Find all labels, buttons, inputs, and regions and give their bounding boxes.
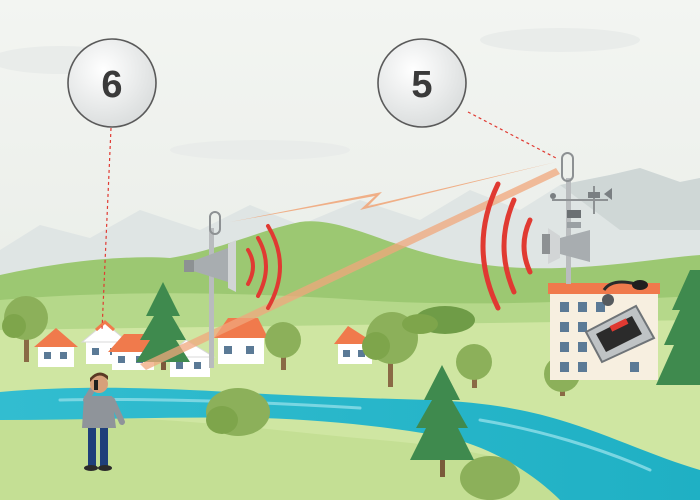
sound-waves [246, 224, 282, 310]
house [34, 328, 78, 367]
siren-speaker-mast [542, 152, 590, 284]
pine-tree [656, 270, 700, 385]
person-with-radio [82, 372, 125, 471]
tree [2, 296, 48, 362]
tree [456, 344, 492, 388]
callout-5-label: 5 [411, 64, 432, 106]
control-console-microphone [584, 280, 656, 364]
weather-station [550, 186, 612, 228]
river [0, 387, 700, 500]
river-highlight [478, 418, 652, 472]
bush [402, 306, 475, 334]
tree [265, 322, 301, 370]
radio-link-beam [230, 162, 556, 222]
pine-tree [410, 365, 474, 477]
radio-link-beam [140, 168, 560, 370]
callout-leader-line [101, 127, 112, 331]
bush [460, 456, 520, 500]
bush [206, 388, 270, 436]
callout-5: 5 [377, 38, 467, 128]
sound-waves [480, 181, 533, 311]
siren-speaker-mast [184, 211, 236, 368]
distant-mountains-shade [560, 168, 700, 230]
callout-6-label: 6 [101, 64, 122, 106]
house [214, 318, 268, 364]
callout-6: 6 [67, 38, 157, 128]
callout-leader-line [467, 111, 557, 159]
